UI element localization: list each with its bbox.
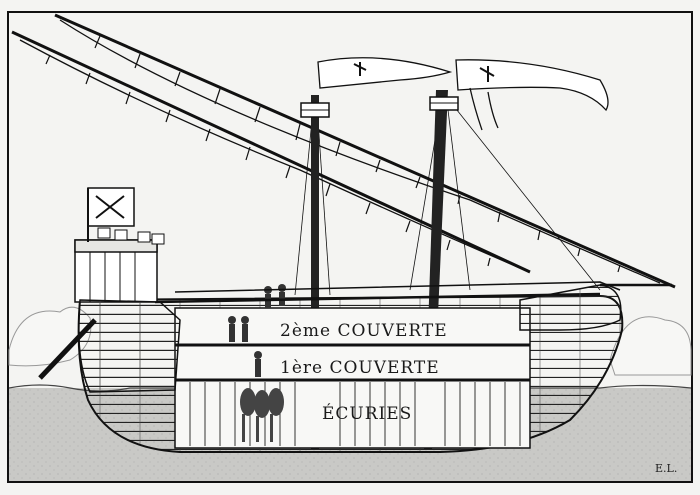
label-first-deck: 1ère COUVERTE [280,358,440,378]
frame [7,11,693,483]
aftcastle [38,187,181,393]
label-second-deck: 2ème COUVERTE [280,321,448,341]
forecastle [519,283,672,331]
gunwale [154,292,601,304]
pennants [317,57,609,131]
hull [77,281,624,453]
artist-signature: E.L. [655,462,677,475]
label-stables: ÉCURIES [322,403,412,424]
horses [240,388,284,442]
rigging [11,13,676,296]
